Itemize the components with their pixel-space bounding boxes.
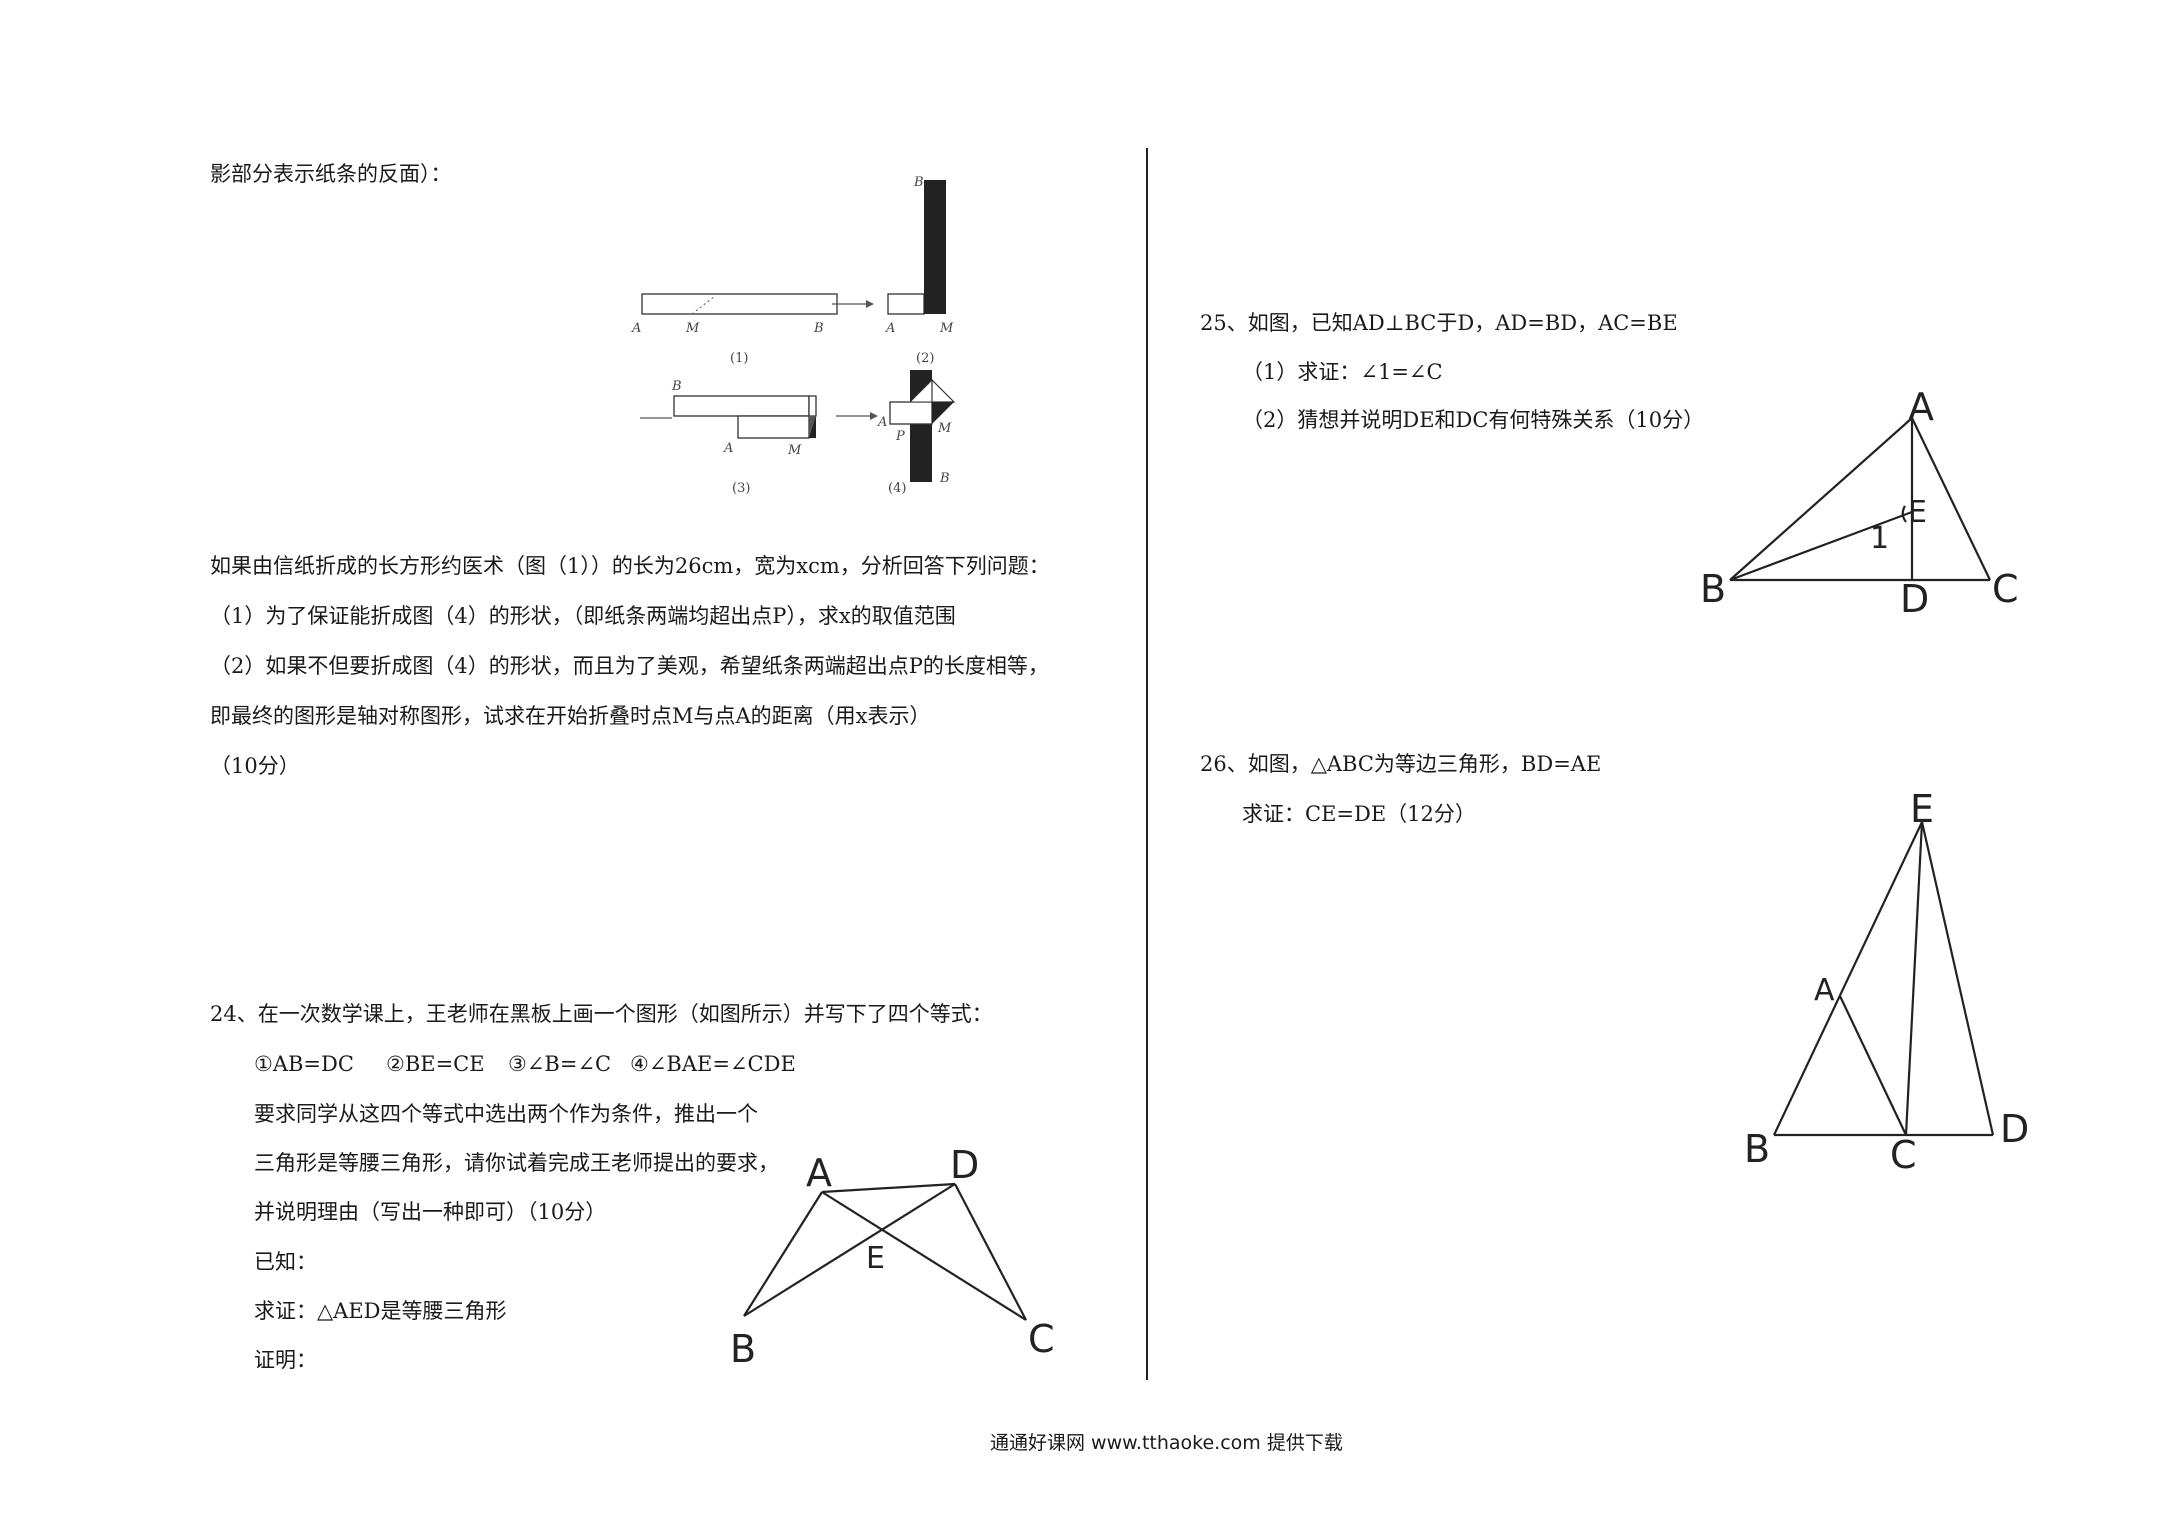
- fig3-label-b: B: [671, 379, 682, 394]
- q26-label-b: B: [1744, 1127, 1770, 1171]
- strip-1: [641, 293, 838, 315]
- footer-credit: 通通好课网 www.tthaoke.com 提供下载: [990, 1432, 1343, 1454]
- fig3-label-m: M: [787, 443, 802, 458]
- q24-label-d: D: [950, 1143, 979, 1187]
- q24-eq-2: ②BE=CE: [386, 1052, 485, 1076]
- q26-label-e: E: [1910, 787, 1934, 831]
- fig4-label-p: P: [895, 429, 905, 444]
- q23-line-5: （10分）: [210, 754, 300, 778]
- q25-line-1: （1）求证：∠1=∠C: [1242, 360, 1443, 384]
- fig2-label-b: B: [913, 175, 924, 190]
- q24-label-a: A: [806, 1151, 832, 1195]
- q24-eq-4: ④∠BAE=∠CDE: [630, 1052, 796, 1076]
- fig1-label-m: M: [685, 321, 700, 336]
- q24-given: 已知：: [254, 1250, 317, 1274]
- fig4-label-m: M: [937, 421, 952, 436]
- q24-prove: 求证：△AED是等腰三角形: [254, 1299, 507, 1323]
- q25-label-b: B: [1700, 567, 1726, 611]
- q24-line-3: 并说明理由（写出一种即可）（10分）: [254, 1200, 607, 1224]
- fig3-caption: (3): [732, 481, 750, 496]
- q23-line-4: 即最终的图形是轴对称图形，试求在开始折叠时点M与点A的距离（用x表示）: [210, 704, 931, 728]
- fig1-label-b: B: [813, 321, 824, 336]
- fig2-label-m: M: [939, 321, 954, 336]
- q25-label-a: A: [1908, 385, 1934, 429]
- q26-title: 26、如图，△ABC为等边三角形，BD=AE: [1200, 752, 1602, 776]
- q26-label-c: C: [1890, 1133, 1917, 1177]
- q24-line-1: 要求同学从这四个等式中选出两个作为条件，推出一个: [254, 1102, 758, 1126]
- q23-line-3: （2）如果不但要折成图（4）的形状，而且为了美观，希望纸条两端超出点P的长度相等…: [210, 654, 1049, 678]
- column-divider: [1146, 148, 1148, 1380]
- q24-label-b: B: [730, 1327, 756, 1371]
- q24-figure: A D E B C: [730, 1143, 1055, 1371]
- fig2-label-a: A: [885, 321, 895, 336]
- q25-label-angle: 1: [1870, 521, 1889, 556]
- fig4-label-a: A: [877, 415, 887, 430]
- q23-line-1: 如果由信纸折成的长方形约医术（图（1））的长为26cm，宽为xcm，分析回答下列…: [210, 554, 1050, 578]
- q25-label-e: E: [1908, 495, 1927, 530]
- q25-label-c: C: [1992, 567, 2019, 611]
- fig2-caption: (2): [916, 351, 934, 366]
- q24-eq-3: ③∠B=∠C: [508, 1052, 612, 1076]
- q24-line-2: 三角形是等腰三角形，请你试着完成王老师提出的要求，: [254, 1151, 779, 1175]
- q24-eq-1: ①AB=DC: [254, 1052, 354, 1076]
- q25-label-d: D: [1900, 577, 1929, 621]
- q26-figure: E A B C D: [1744, 787, 2029, 1177]
- fig3-label-a: A: [723, 441, 733, 456]
- strip-2-back: [924, 180, 946, 314]
- q26-line: 求证：CE=DE（12分）: [1242, 802, 1476, 826]
- intro-tail: 影部分表示纸条的反面）：: [210, 162, 452, 186]
- q24-label-e: E: [866, 1241, 885, 1276]
- fig1-label-a: A: [631, 321, 641, 336]
- q24-title: 24、在一次数学课上，王老师在黑板上画一个图形（如图所示）并写下了四个等式：: [210, 1002, 993, 1026]
- q23-line-2: （1）为了保证能折成图（4）的形状，（即纸条两端均超出点P），求x的取值范围: [210, 604, 956, 628]
- fig1-caption: (1): [730, 351, 748, 366]
- fig4-label-b: B: [939, 471, 950, 486]
- q26-label-a: A: [1814, 973, 1835, 1008]
- q24-proof: 证明：: [254, 1348, 317, 1372]
- q24-label-c: C: [1028, 1317, 1055, 1361]
- q25-title: 25、如图，已知AD⊥BC于D，AD=BD，AC=BE: [1200, 311, 1678, 335]
- q26-label-d: D: [2000, 1107, 2029, 1151]
- paper-fold-figure: A M B (1) B A M (2) B A M (3) A P M B (4…: [631, 175, 956, 496]
- fig4-caption: (4): [888, 481, 906, 496]
- q25-line-2: （2）猜想并说明DE和DC有何特殊关系（10分）: [1242, 408, 1705, 432]
- q25-figure: A E 1 B D C: [1700, 385, 2019, 621]
